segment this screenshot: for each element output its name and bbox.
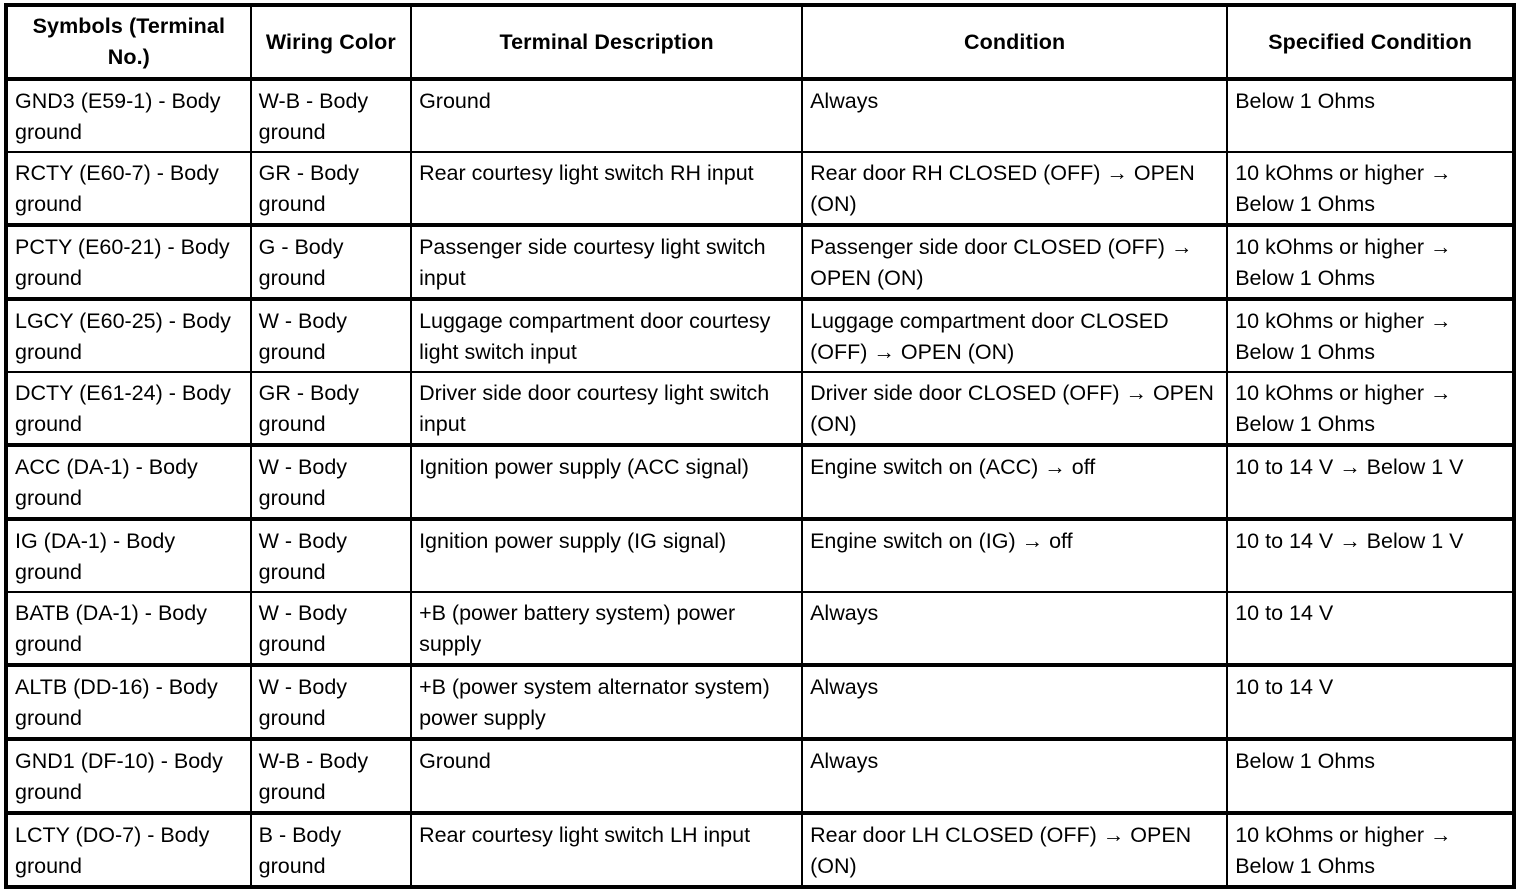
cell-symbols: LCTY (DO-7) - Body ground — [5, 812, 252, 889]
column-header-specified-condition: Specified Condition — [1226, 4, 1515, 81]
cell-condition: Driver side door CLOSED (OFF) → OPEN (ON… — [801, 371, 1229, 448]
cell-wiring-color: B - Body ground — [249, 812, 413, 889]
cell-condition: Luggage compartment door CLOSED (OFF) → … — [801, 298, 1229, 374]
cell-terminal-description: Ignition power supply (IG signal) — [410, 518, 804, 594]
cell-specified-condition: 10 kOhms or higher → Below 1 Ohms — [1226, 812, 1515, 889]
cell-symbols: PCTY (E60-21) - Body ground — [5, 224, 252, 302]
cell-wiring-color: W - Body ground — [249, 298, 413, 374]
terminal-inspection-table: Symbols (Terminal No.) Wiring Color Term… — [4, 3, 1516, 889]
cell-specified-condition: 10 kOhms or higher → Below 1 Ohms — [1226, 151, 1515, 228]
cell-condition: Passenger side door CLOSED (OFF) → OPEN … — [801, 224, 1229, 302]
cell-condition: Engine switch on (ACC) → off — [801, 444, 1229, 522]
cell-symbols: ACC (DA-1) - Body ground — [5, 444, 252, 522]
cell-symbols: RCTY (E60-7) - Body ground — [5, 151, 252, 228]
cell-terminal-description: Luggage compartment door courtesy light … — [410, 298, 804, 374]
cell-wiring-color: W - Body ground — [249, 444, 413, 522]
cell-wiring-color: W - Body ground — [249, 591, 413, 668]
cell-terminal-description: Ignition power supply (ACC signal) — [410, 444, 804, 522]
cell-symbols: BATB (DA-1) - Body ground — [5, 591, 252, 668]
cell-specified-condition: Below 1 Ohms — [1226, 738, 1515, 816]
cell-condition: Rear door LH CLOSED (OFF) → OPEN (ON) — [801, 812, 1229, 889]
cell-symbols: GND1 (DF-10) - Body ground — [5, 738, 252, 816]
table-header-row: Symbols (Terminal No.) Wiring Color Term… — [5, 4, 1515, 81]
table-header: Symbols (Terminal No.) Wiring Color Term… — [5, 4, 1515, 81]
cell-terminal-description: +B (power battery system) power supply — [410, 591, 804, 668]
cell-condition: Engine switch on (IG) → off — [801, 518, 1229, 594]
cell-wiring-color: G - Body ground — [249, 224, 413, 302]
cell-terminal-description: +B (power system alternator system) powe… — [410, 664, 804, 742]
cell-symbols: LGCY (E60-25) - Body ground — [5, 298, 252, 374]
cell-condition: Always — [801, 738, 1229, 816]
cell-condition: Rear door RH CLOSED (OFF) → OPEN (ON) — [801, 151, 1229, 228]
cell-specified-condition: 10 kOhms or higher → Below 1 Ohms — [1226, 224, 1515, 302]
cell-condition: Always — [801, 664, 1229, 742]
cell-specified-condition: 10 kOhms or higher → Below 1 Ohms — [1226, 298, 1515, 374]
column-header-wiring-color: Wiring Color — [249, 4, 413, 81]
cell-specified-condition: 10 to 14 V — [1226, 664, 1515, 742]
cell-specified-condition: 10 to 14 V → Below 1 V — [1226, 444, 1515, 522]
cell-terminal-description: Driver side door courtesy light switch i… — [410, 371, 804, 448]
cell-wiring-color: W-B - Body ground — [249, 738, 413, 816]
cell-wiring-color: GR - Body ground — [249, 151, 413, 228]
cell-specified-condition: 10 kOhms or higher → Below 1 Ohms — [1226, 371, 1515, 448]
cell-condition: Always — [801, 77, 1229, 154]
cell-symbols: ALTB (DD-16) - Body ground — [5, 664, 252, 742]
cell-wiring-color: W - Body ground — [249, 518, 413, 594]
cell-specified-condition: Below 1 Ohms — [1226, 77, 1515, 154]
cell-terminal-description: Ground — [410, 77, 804, 154]
column-header-terminal-description: Terminal Description — [410, 4, 804, 81]
cell-terminal-description: Rear courtesy light switch RH input — [410, 151, 804, 228]
cell-wiring-color: GR - Body ground — [249, 371, 413, 448]
cell-symbols: DCTY (E61-24) - Body ground — [5, 371, 252, 448]
cell-terminal-description: Rear courtesy light switch LH input — [410, 812, 804, 889]
cell-terminal-description: Ground — [410, 738, 804, 816]
column-header-symbols: Symbols (Terminal No.) — [5, 4, 252, 81]
cell-condition: Always — [801, 591, 1229, 668]
column-header-condition: Condition — [801, 4, 1229, 81]
cell-symbols: IG (DA-1) - Body ground — [5, 518, 252, 594]
cell-specified-condition: 10 to 14 V → Below 1 V — [1226, 518, 1515, 594]
cell-specified-condition: 10 to 14 V — [1226, 591, 1515, 668]
cell-terminal-description: Passenger side courtesy light switch inp… — [410, 224, 804, 302]
cell-wiring-color: W - Body ground — [249, 664, 413, 742]
cell-wiring-color: W-B - Body ground — [249, 77, 413, 154]
cell-symbols: GND3 (E59-1) - Body ground — [5, 77, 252, 154]
